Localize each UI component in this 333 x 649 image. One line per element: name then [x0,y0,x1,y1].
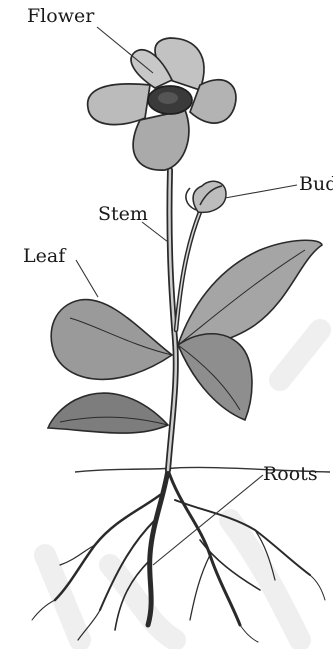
stem-label: Stem [98,205,148,224]
bud-drawing [186,181,226,212]
stem-leader-line [142,222,168,242]
roots-label: Roots [263,465,318,484]
bud-leader-line [225,185,297,198]
bud-label: Bud [299,175,333,194]
flower-drawing [88,38,236,170]
flower-label: Flower [27,7,94,26]
leaf-label: Leaf [23,247,65,266]
leaf-leader-line [76,260,98,297]
